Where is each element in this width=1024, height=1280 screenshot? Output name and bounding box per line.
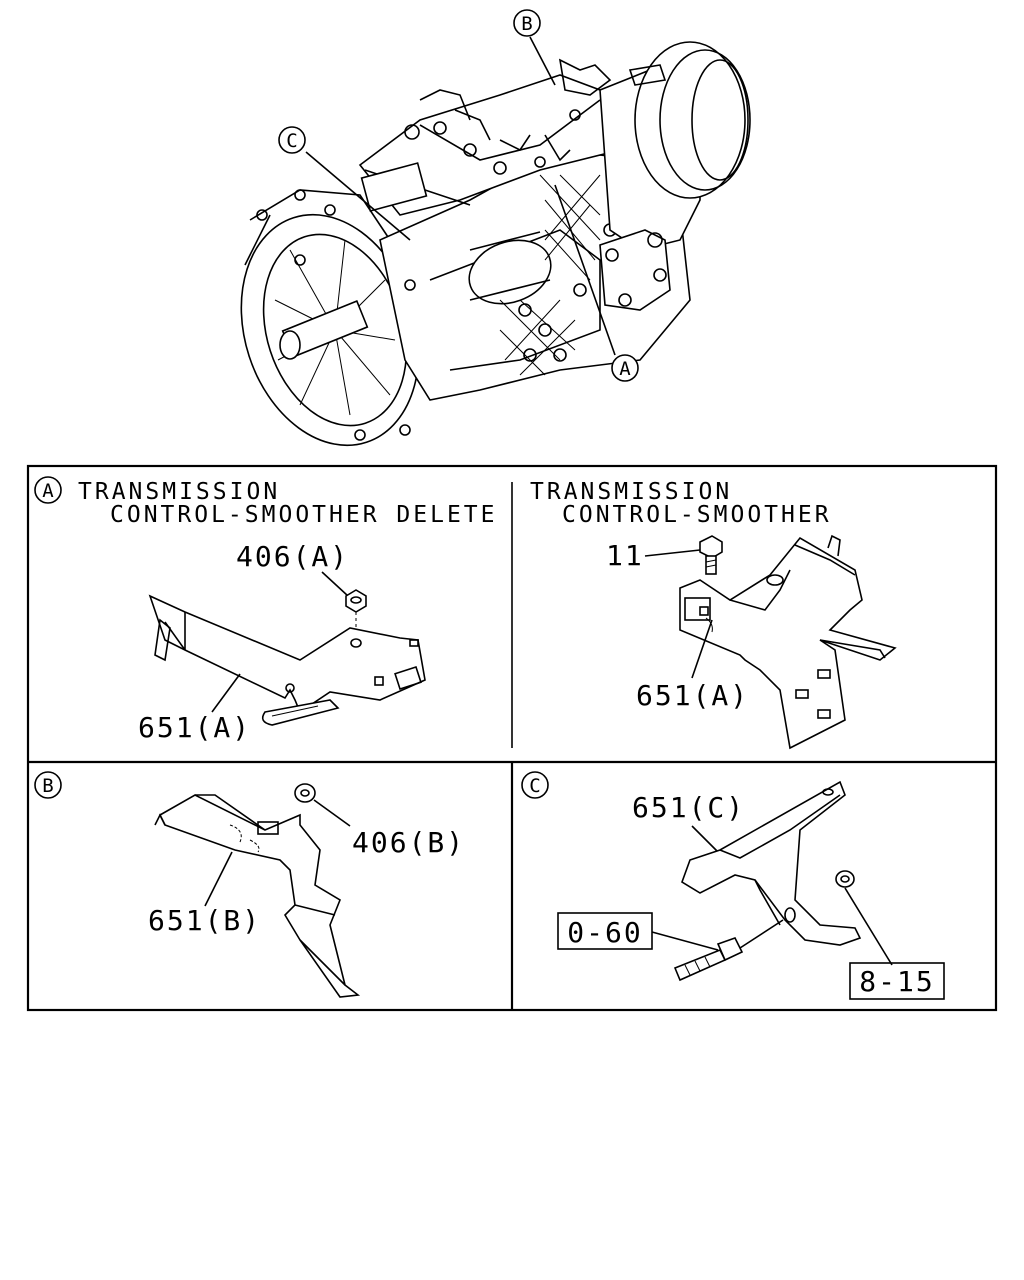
- panel-a2-title-line1: TRANSMISSION: [530, 479, 732, 505]
- bracket-651c: [681, 780, 862, 946]
- svg-text:A: A: [42, 480, 54, 502]
- svg-text:B: B: [521, 13, 532, 35]
- panel-a-control-smoother-delete: A TRANSMISSION CONTROL-SMOOTHER DELETE 4…: [34, 476, 498, 744]
- part-label-11: 11: [606, 539, 644, 572]
- part-label-651b: 651(B): [148, 904, 261, 937]
- bolt-icon: [673, 937, 744, 982]
- panel-a2-title-line2: CONTROL-SMOOTHER: [562, 502, 832, 528]
- part-label-406b: 406(B): [352, 826, 465, 859]
- reference-box-8-15[interactable]: 8-15: [849, 962, 945, 1000]
- svg-text:C: C: [529, 775, 540, 797]
- transmission-assembly-illustration: [240, 36, 751, 447]
- bolt-icon: [699, 535, 723, 575]
- svg-text:A: A: [619, 358, 631, 380]
- part-label-651a-smoother: 651(A): [636, 679, 749, 712]
- panel-b-marker: [34, 771, 62, 799]
- svg-text:C: C: [286, 130, 297, 152]
- bracket-651b: [154, 794, 361, 998]
- svg-text:0-60: 0-60: [567, 916, 642, 949]
- detail-frame: [26, 464, 998, 1012]
- panel-b: B 406(B) 651(B): [34, 771, 465, 998]
- panel-c: C 651(C) 0-60 8-15: [521, 771, 945, 1000]
- part-label-651c: 651(C): [632, 791, 745, 824]
- nut-icon: [345, 589, 367, 613]
- panel-c-marker: [521, 771, 549, 799]
- callout-a: A: [611, 354, 639, 382]
- panel-a-marker: [34, 476, 62, 504]
- part-label-406a: 406(A): [236, 540, 349, 573]
- nut-icon: [835, 870, 855, 888]
- callout-b: B: [513, 9, 541, 37]
- nut-icon: [294, 783, 316, 803]
- bracket-651a-smoother: [679, 534, 897, 750]
- reference-box-0-60[interactable]: 0-60: [557, 912, 653, 950]
- panel-a-title-line1: TRANSMISSION: [78, 479, 280, 505]
- panel-a-control-smoother: TRANSMISSION CONTROL-SMOOTHER 11 651(A): [530, 479, 897, 750]
- svg-text:8-15: 8-15: [859, 965, 934, 998]
- callout-c: C: [278, 126, 306, 154]
- panel-a-title-line2: CONTROL-SMOOTHER DELETE: [110, 502, 498, 528]
- part-label-651a-delete: 651(A): [138, 711, 251, 744]
- svg-text:B: B: [42, 775, 53, 797]
- bracket-651a-delete: [148, 594, 426, 726]
